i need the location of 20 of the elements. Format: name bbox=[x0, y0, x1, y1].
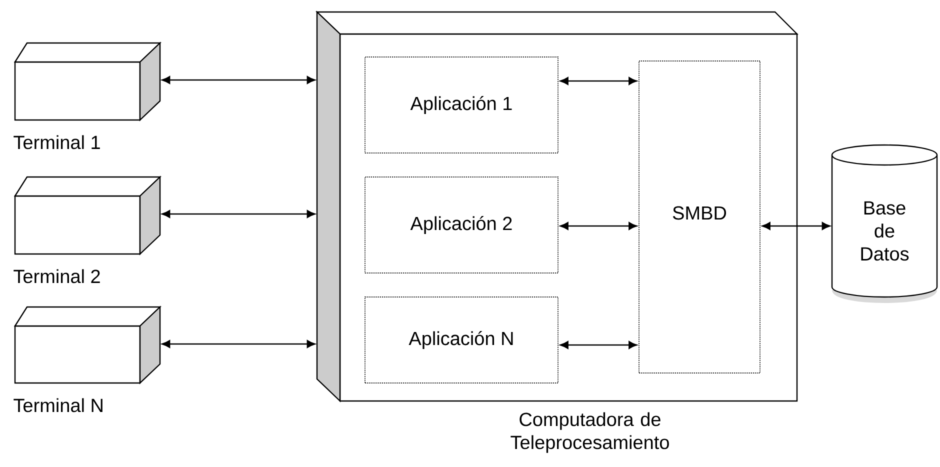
terminal-box: Terminal 2 bbox=[14, 176, 162, 284]
arrow bbox=[162, 340, 316, 348]
arrow bbox=[162, 76, 316, 84]
node-label: Terminal 1 bbox=[14, 135, 100, 150]
terminal-box: Terminal 1 bbox=[14, 42, 162, 150]
dbms-box: SMBD bbox=[638, 60, 760, 374]
arrow bbox=[560, 77, 638, 85]
node-label: Computadora de Teleprocesamiento bbox=[510, 412, 669, 453]
application-box: Aplicación 2 bbox=[364, 176, 558, 274]
arrow bbox=[560, 222, 638, 230]
terminal-box: Terminal N bbox=[14, 306, 162, 412]
database-cylinder: Base de Datos bbox=[831, 144, 938, 303]
application-box: Aplicación 1 bbox=[364, 56, 558, 154]
node-label: Base de Datos bbox=[861, 201, 909, 261]
node-label: Terminal N bbox=[14, 398, 102, 412]
arrow bbox=[162, 210, 316, 218]
node-label: Terminal 2 bbox=[14, 269, 100, 284]
arrow bbox=[762, 222, 830, 230]
application-box: Aplicación N bbox=[364, 296, 558, 384]
arrow bbox=[560, 341, 638, 349]
